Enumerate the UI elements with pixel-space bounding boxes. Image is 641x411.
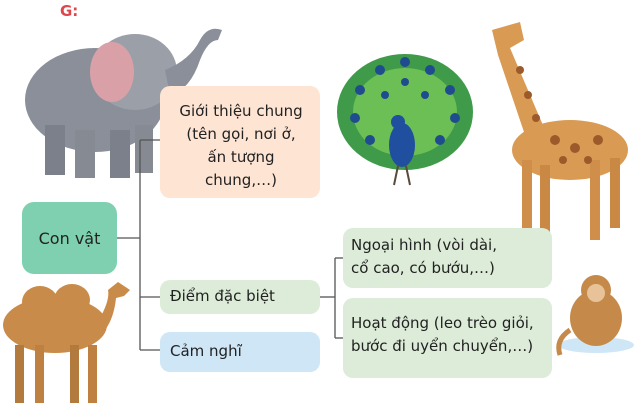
feelings-node: Cảm nghĩ [160, 332, 320, 372]
special-features-node: Điểm đặc biệt [160, 280, 320, 314]
feelings-label: Cảm nghĩ [170, 342, 242, 360]
hint-label: G: [60, 2, 79, 20]
appearance-line-1: Ngoại hình (vòi dài, [351, 236, 497, 254]
giraffe-illustration [492, 22, 628, 240]
appearance-line-2: cổ cao, có bướu,…) [351, 259, 495, 277]
appearance-node: Ngoại hình (vòi dài, cổ cao, có bướu,…) [343, 228, 552, 288]
activity-node: Hoạt động (leo trèo giỏi, bước đi uyển c… [343, 298, 552, 378]
intro-line-1: Giới thiệu chung [179, 102, 303, 120]
intro-line-2: (tên gọi, nơi ở, [186, 125, 296, 143]
root-node-label: Con vật [38, 228, 101, 248]
activity-line-2: bước đi uyển chuyển,…) [351, 337, 534, 355]
intro-node: Giới thiệu chung (tên gọi, nơi ở, ấn tượ… [160, 86, 320, 198]
elephant-illustration [25, 28, 222, 178]
special-features-label: Điểm đặc biệt [170, 287, 275, 305]
monkey-illustration [556, 275, 634, 356]
activity-line-1: Hoạt động (leo trèo giỏi, [351, 314, 534, 332]
intro-line-3: ấn tượng chung,…) [205, 148, 277, 189]
root-node: Con vật [22, 202, 117, 274]
peacock-illustration [337, 54, 473, 186]
camel-illustration [3, 282, 130, 403]
